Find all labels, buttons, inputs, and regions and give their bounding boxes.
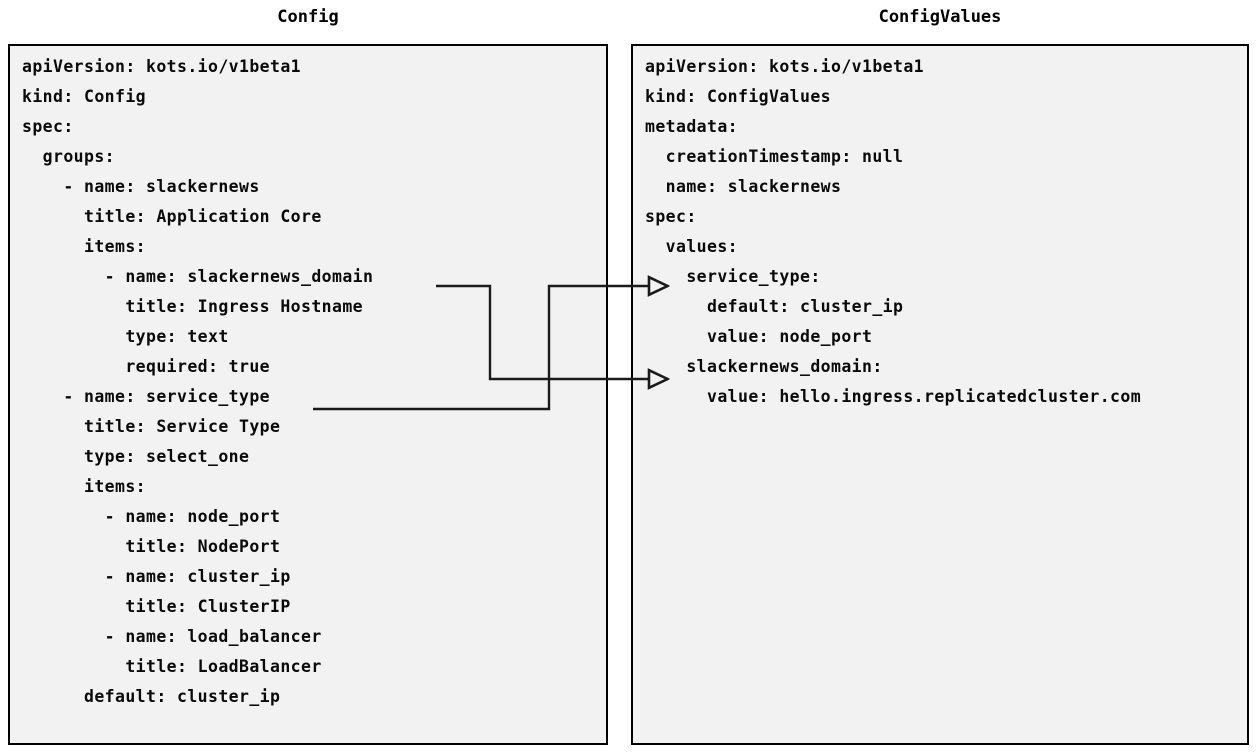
config-yaml-line: kind: Config: [22, 87, 147, 106]
configvalues-yaml-line: default: cluster_ip: [645, 297, 904, 316]
config-yaml-lines: apiVersion: kots.io/v1beta1 kind: Config s…: [22, 52, 606, 712]
config-yaml-line: - name: node_port: [22, 507, 281, 526]
config-yaml-line: items:: [22, 237, 147, 256]
configvalues-yaml-line: creationTimestamp: null: [645, 147, 904, 166]
configvalues-yaml-lines: apiVersion: kots.io/v1beta1 kind: ConfigV…: [645, 52, 1247, 412]
config-yaml-line: type: select_one: [22, 447, 250, 466]
config-yaml-line: required: true: [22, 357, 271, 376]
configvalues-yaml-line: name: slackernews: [645, 177, 842, 196]
config-yaml-line: title: LoadBalancer: [22, 657, 322, 676]
config-yaml-line: groups:: [22, 147, 116, 166]
config-yaml-line: spec:: [22, 117, 74, 136]
configvalues-yaml-line: apiVersion: kots.io/v1beta1: [645, 57, 925, 76]
configvalues-yaml-line: value: hello.ingress.replicatedcluster.c…: [645, 387, 1142, 406]
config-yaml-line: default: cluster_ip: [22, 687, 281, 706]
configvalues-yaml-line: metadata:: [645, 117, 739, 136]
config-yaml-line: - name: slackernews: [22, 177, 260, 196]
config-yaml-line: type: text: [22, 327, 229, 346]
configvalues-yaml-line: kind: ConfigValues: [645, 87, 832, 106]
configvalues-yaml-line: spec:: [645, 207, 697, 226]
config-yaml-line: title: Application Core: [22, 207, 322, 226]
config-yaml-line: - name: slackernews_domain: [22, 267, 374, 286]
config-yaml-line: - name: load_balancer: [22, 627, 322, 646]
config-yaml-line: - name: cluster_ip: [22, 567, 291, 586]
configvalues-panel-title: ConfigValues: [878, 7, 1002, 27]
config-yaml-line: title: ClusterIP: [22, 597, 291, 616]
config-yaml-line: - name: service_type: [22, 387, 271, 406]
config-yaml-line: title: NodePort: [22, 537, 281, 556]
configvalues-yaml-line: slackernews_domain:: [645, 357, 883, 376]
configvalues-yaml-line: values:: [645, 237, 739, 256]
config-yaml-box: apiVersion: kots.io/v1beta1 kind: Config s…: [8, 44, 608, 745]
config-yaml-line: apiVersion: kots.io/v1beta1: [22, 57, 302, 76]
configvalues-yaml-line: service_type:: [645, 267, 821, 286]
configvalues-yaml-box: apiVersion: kots.io/v1beta1 kind: ConfigV…: [631, 44, 1249, 745]
config-yaml-line: title: Service Type: [22, 417, 281, 436]
config-yaml-line: items:: [22, 477, 147, 496]
configvalues-yaml-line: value: node_port: [645, 327, 873, 346]
config-yaml-line: title: Ingress Hostname: [22, 297, 364, 316]
config-panel-title: Config: [277, 7, 339, 27]
